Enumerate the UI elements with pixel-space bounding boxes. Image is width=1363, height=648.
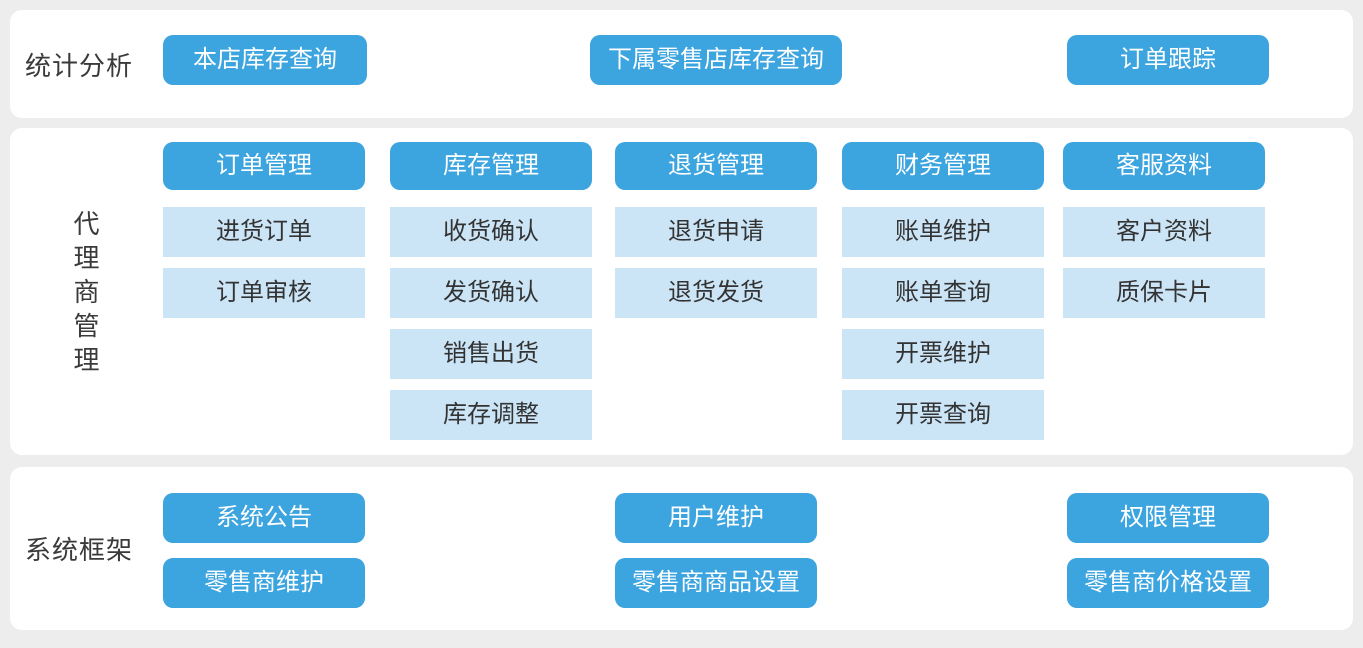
header-customer-service-data[interactable]: 客服资料 xyxy=(1063,142,1265,190)
section-label-agent-wrap: 代理商管理 xyxy=(10,128,163,455)
column-finance-management: 财务管理 账单维护 账单查询 开票维护 开票查询 xyxy=(842,142,1044,440)
item-return-request[interactable]: 退货申请 xyxy=(615,207,817,257)
header-finance-management[interactable]: 财务管理 xyxy=(842,142,1044,190)
column-returns-management: 退货管理 退货申请 退货发货 xyxy=(615,142,817,318)
button-retailer-product-settings[interactable]: 零售商商品设置 xyxy=(615,558,817,608)
button-retailer-maintenance[interactable]: 零售商维护 xyxy=(163,558,365,608)
item-invoice-maintenance[interactable]: 开票维护 xyxy=(842,329,1044,379)
framework-group-3: 权限管理 零售商价格设置 xyxy=(1067,493,1269,608)
header-inventory-management[interactable]: 库存管理 xyxy=(390,142,592,190)
item-purchase-order[interactable]: 进货订单 xyxy=(163,207,365,257)
column-order-management: 订单管理 进货订单 订单审核 xyxy=(163,142,365,318)
column-inventory-management: 库存管理 收货确认 发货确认 销售出货 库存调整 xyxy=(390,142,592,440)
button-order-tracking[interactable]: 订单跟踪 xyxy=(1067,35,1269,85)
framework-group-2: 用户维护 零售商商品设置 xyxy=(615,493,817,608)
item-bill-query[interactable]: 账单查询 xyxy=(842,268,1044,318)
section-label-agent: 代理商管理 xyxy=(73,208,100,375)
header-order-management[interactable]: 订单管理 xyxy=(163,142,365,190)
item-sales-outbound[interactable]: 销售出货 xyxy=(390,329,592,379)
item-invoice-query[interactable]: 开票查询 xyxy=(842,390,1044,440)
item-order-review[interactable]: 订单审核 xyxy=(163,268,365,318)
section-framework: 系统框架 系统公告 零售商维护 用户维护 零售商商品设置 权限管理 零售商价格设… xyxy=(10,467,1353,630)
header-returns-management[interactable]: 退货管理 xyxy=(615,142,817,190)
button-system-announcement[interactable]: 系统公告 xyxy=(163,493,365,543)
button-permission-management[interactable]: 权限管理 xyxy=(1067,493,1269,543)
button-own-store-inventory-query[interactable]: 本店库存查询 xyxy=(163,35,367,85)
section-stats: 统计分析 本店库存查询 下属零售店库存查询 订单跟踪 xyxy=(10,10,1353,118)
column-customer-service-data: 客服资料 客户资料 质保卡片 xyxy=(1063,142,1265,318)
item-receipt-confirmation[interactable]: 收货确认 xyxy=(390,207,592,257)
item-bill-maintenance[interactable]: 账单维护 xyxy=(842,207,1044,257)
item-shipment-confirmation[interactable]: 发货确认 xyxy=(390,268,592,318)
item-warranty-card[interactable]: 质保卡片 xyxy=(1063,268,1265,318)
item-inventory-adjustment[interactable]: 库存调整 xyxy=(390,390,592,440)
button-user-maintenance[interactable]: 用户维护 xyxy=(615,493,817,543)
section-label-stats: 统计分析 xyxy=(25,50,134,81)
button-retailer-price-settings[interactable]: 零售商价格设置 xyxy=(1067,558,1269,608)
item-customer-data[interactable]: 客户资料 xyxy=(1063,207,1265,257)
section-agent: 代理商管理 订单管理 进货订单 订单审核 库存管理 收货确认 发货确认 销售出货… xyxy=(10,128,1353,455)
item-return-shipment[interactable]: 退货发货 xyxy=(615,268,817,318)
button-retail-store-inventory-query[interactable]: 下属零售店库存查询 xyxy=(590,35,842,85)
section-label-framework: 系统框架 xyxy=(25,535,134,565)
framework-group-1: 系统公告 零售商维护 xyxy=(163,493,365,608)
